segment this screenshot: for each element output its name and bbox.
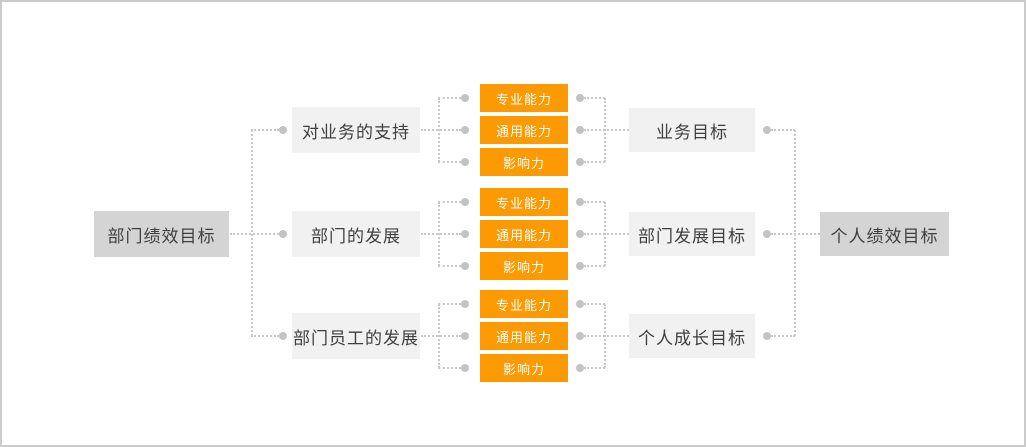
connector-g1-right-top [584,97,605,99]
connector-dot [461,300,469,308]
connector-g3-left-top [438,303,461,305]
connector-dot [576,300,584,308]
connector-g2-right-vertical [604,202,606,266]
capability-influence-g3: 影响力 [480,354,568,382]
capability-general-g3: 通用能力 [480,322,568,350]
connector-right-root-bottom [771,335,795,337]
connector-dot [461,126,469,134]
connector-dot [461,198,469,206]
connector-g1-left-top [438,97,461,99]
connector-g2-left-top [438,201,461,203]
connector-g2-feeder [421,233,461,235]
connector-dot [461,262,469,270]
connector-dot [576,158,584,166]
node-business-goal: 业务目标 [629,108,755,152]
connector-dot [576,198,584,206]
connector-dot [461,230,469,238]
connector-g3-right-top [584,303,605,305]
capability-professional-g1: 专业能力 [480,84,568,112]
connector-dot [576,364,584,372]
connector-g3-right-bottom [584,367,605,369]
connector-g3-right-mid [584,335,629,337]
connector-g2-right-top [584,201,605,203]
connector-dot [279,332,287,340]
node-business-support: 对业务的支持 [292,107,420,153]
node-department-performance-goal: 部门绩效目标 [94,211,229,257]
node-personal-performance-goal: 个人绩效目标 [820,212,949,256]
node-personal-growth-goal: 个人成长目标 [629,314,755,358]
connector-dot [279,126,287,134]
connector-dot [763,126,771,134]
connector-g3-feeder [421,335,461,337]
connector-left-root-mid [230,233,279,235]
capability-professional-g2: 专业能力 [480,188,568,216]
connector-g1-right-bottom [584,161,605,163]
connector-dot [763,230,771,238]
connector-dot [576,332,584,340]
connector-dot [576,126,584,134]
node-department-staff-development: 部门员工的发展 [292,313,420,359]
connector-dot [461,158,469,166]
capability-professional-g3: 专业能力 [480,290,568,318]
connector-g2-right-bottom [584,265,605,267]
connector-dot [461,332,469,340]
connector-dot [576,262,584,270]
connector-dot [461,364,469,372]
capability-general-g1: 通用能力 [480,116,568,144]
connector-right-root-top [771,129,795,131]
connector-g1-left-vertical [438,98,440,162]
node-department-development-goal: 部门发展目标 [629,212,755,256]
connector-dot [763,332,771,340]
connector-dot [576,230,584,238]
connector-g3-right-vertical [604,304,606,368]
connector-g1-right-mid [584,129,629,131]
connector-g2-right-mid [584,233,629,235]
connector-left-root-top [251,129,279,131]
connector-g2-left-vertical [438,202,440,266]
connector-g2-left-bottom [438,265,461,267]
connector-left-root-bottom [251,335,279,337]
connector-dot [279,230,287,238]
node-department-development: 部门的发展 [292,211,420,257]
capability-influence-g2: 影响力 [480,252,568,280]
connector-g1-feeder [421,129,461,131]
capability-general-g2: 通用能力 [480,220,568,248]
connector-dot [461,94,469,102]
connector-right-root-vertical [794,130,796,336]
capability-influence-g1: 影响力 [480,148,568,176]
connector-g3-left-vertical [438,304,440,368]
connector-g1-right-vertical [604,98,606,162]
connector-g3-left-bottom [438,367,461,369]
connector-g1-left-bottom [438,161,461,163]
connector-dot [576,94,584,102]
